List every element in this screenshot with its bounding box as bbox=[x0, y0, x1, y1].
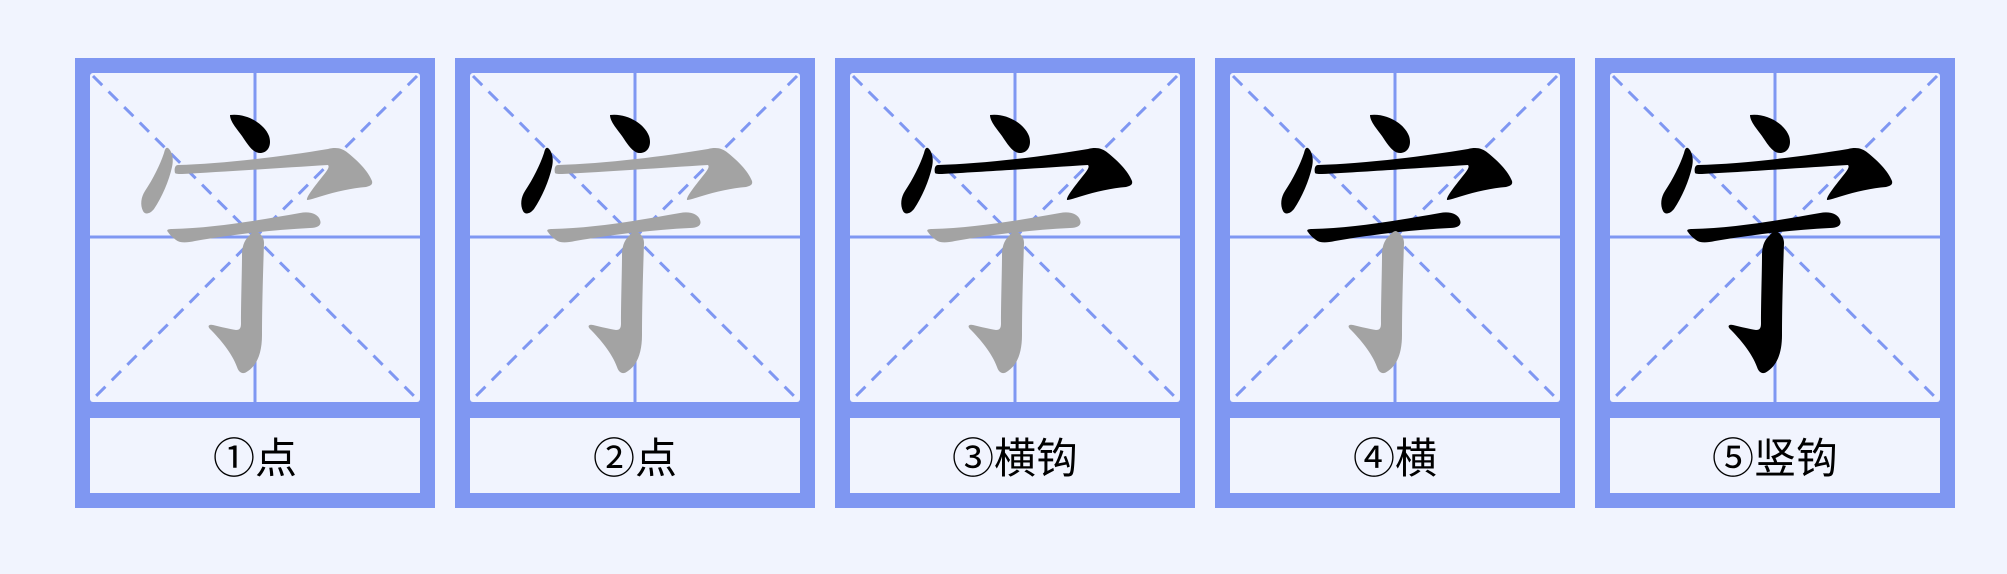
tianzige-grid bbox=[90, 73, 420, 402]
stroke-4-horizontal bbox=[1307, 212, 1461, 243]
stroke-card-3: ③横钩 bbox=[835, 58, 1195, 508]
stroke-label: ②点 bbox=[592, 434, 677, 483]
stroke-2-dot bbox=[141, 147, 173, 214]
stroke-card-4: ④横 bbox=[1215, 58, 1575, 508]
stroke-label-box: ⑤竖钩 bbox=[1610, 418, 1940, 493]
stroke-5-vertical-hook bbox=[1728, 231, 1784, 374]
stroke-4-horizontal bbox=[547, 212, 701, 243]
character-svg bbox=[470, 73, 800, 402]
stroke-3-horizontal-hook bbox=[554, 148, 753, 200]
stroke-label: ⑤竖钩 bbox=[1711, 434, 1838, 483]
stroke-card-5: ⑤竖钩 bbox=[1595, 58, 1955, 508]
stroke-label-box: ②点 bbox=[470, 418, 800, 493]
stroke-2-dot bbox=[521, 147, 553, 214]
stroke-3-horizontal-hook bbox=[934, 148, 1133, 200]
stroke-card-2: ②点 bbox=[455, 58, 815, 508]
stroke-4-horizontal bbox=[1687, 212, 1841, 243]
character-svg bbox=[1610, 73, 1940, 402]
stroke-label: ③横钩 bbox=[951, 434, 1078, 483]
stroke-5-vertical-hook bbox=[208, 231, 264, 374]
stroke-1-dot bbox=[990, 114, 1030, 153]
stroke-label-box: ④横 bbox=[1230, 418, 1560, 493]
stroke-4-horizontal bbox=[927, 212, 1081, 243]
stroke-5-vertical-hook bbox=[588, 231, 644, 374]
stroke-1-dot bbox=[230, 114, 270, 153]
stroke-1-dot bbox=[610, 114, 650, 153]
tianzige-grid bbox=[1230, 73, 1560, 402]
tianzige-grid bbox=[470, 73, 800, 402]
stroke-1-dot bbox=[1750, 114, 1790, 153]
stroke-card-1: ①点 bbox=[75, 58, 435, 508]
stroke-3-horizontal-hook bbox=[1314, 148, 1513, 200]
stroke-5-vertical-hook bbox=[1348, 231, 1404, 374]
character-svg bbox=[850, 73, 1180, 402]
stroke-1-dot bbox=[1370, 114, 1410, 153]
stroke-2-dot bbox=[901, 147, 933, 214]
stroke-3-horizontal-hook bbox=[1694, 148, 1893, 200]
stroke-label: ①点 bbox=[212, 434, 297, 483]
stroke-3-horizontal-hook bbox=[174, 148, 373, 200]
stroke-2-dot bbox=[1281, 147, 1313, 214]
stroke-2-dot bbox=[1661, 147, 1693, 214]
tianzige-grid bbox=[1610, 73, 1940, 402]
stroke-5-vertical-hook bbox=[968, 231, 1024, 374]
stroke-label-box: ①点 bbox=[90, 418, 420, 493]
character-svg bbox=[1230, 73, 1560, 402]
stroke-label: ④横 bbox=[1352, 434, 1437, 483]
stroke-4-horizontal bbox=[167, 212, 321, 243]
tianzige-grid bbox=[850, 73, 1180, 402]
character-svg bbox=[90, 73, 420, 402]
stroke-label-box: ③横钩 bbox=[850, 418, 1180, 493]
